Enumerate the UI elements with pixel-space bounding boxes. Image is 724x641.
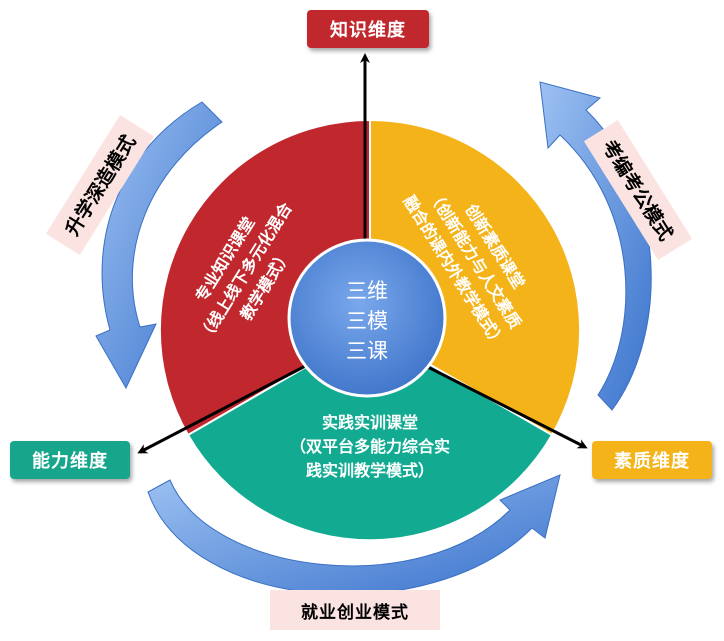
sector-teal-line-3: 践实训教学模式） bbox=[306, 461, 434, 480]
sector-teal-text: 实践实训课堂 （双平台多能力综合实 践实训教学模式） bbox=[290, 413, 450, 480]
center-line-1: 三维 bbox=[346, 279, 388, 303]
center-circle bbox=[287, 238, 447, 398]
ability-dimension-box: 能力维度 bbox=[10, 441, 130, 479]
ability-dimension-label: 能力维度 bbox=[32, 451, 108, 472]
sector-teal-line-2: （双平台多能力综合实 bbox=[290, 437, 450, 456]
center-line-2: 三模 bbox=[346, 309, 388, 333]
knowledge-dimension-label: 知识维度 bbox=[330, 20, 406, 41]
arrow-bottom-arc bbox=[147, 474, 561, 595]
quality-dimension-label: 素质维度 bbox=[614, 451, 690, 472]
sector-teal-line-1: 实践实训课堂 bbox=[322, 413, 418, 432]
mode-employment-label: 就业创业模式 bbox=[301, 602, 409, 623]
mode-employment: 就业创业模式 bbox=[270, 590, 440, 630]
quality-dimension-box: 素质维度 bbox=[592, 441, 712, 479]
knowledge-dimension-box: 知识维度 bbox=[307, 10, 429, 48]
center-line-3: 三课 bbox=[346, 339, 388, 363]
